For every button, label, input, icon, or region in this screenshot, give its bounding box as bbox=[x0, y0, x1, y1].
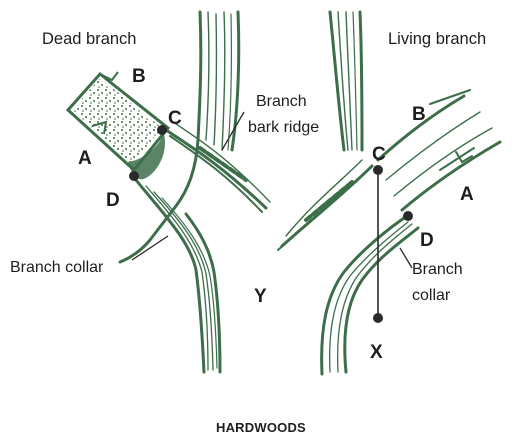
living-collar-label-line2: collar bbox=[412, 287, 451, 304]
dead-point-d-dot bbox=[129, 171, 139, 181]
center-label-y: Y bbox=[254, 286, 267, 307]
living-branch-heading: Living branch bbox=[388, 30, 486, 48]
living-label-b: B bbox=[412, 104, 426, 125]
diagram-caption: HARDWOODS bbox=[216, 420, 306, 435]
living-point-x-dot bbox=[373, 313, 383, 323]
living-label-d: D bbox=[420, 230, 434, 251]
dead-label-b: B bbox=[132, 66, 146, 87]
dead-point-c-dot bbox=[157, 125, 167, 135]
living-label-x: X bbox=[370, 342, 383, 363]
bark-ridge-label-line1: Branch bbox=[256, 93, 307, 110]
living-side-bark-ridge bbox=[278, 160, 372, 250]
living-collar-label-line1: Branch bbox=[412, 261, 463, 278]
living-point-d-dot bbox=[403, 211, 413, 221]
dead-label-a: A bbox=[78, 148, 92, 169]
living-point-c-dot bbox=[373, 165, 383, 175]
living-label-a: A bbox=[460, 184, 474, 205]
dead-branch-heading: Dead branch bbox=[42, 30, 136, 48]
living-label-c: C bbox=[372, 144, 386, 165]
dead-label-d: D bbox=[106, 190, 120, 211]
dead-label-c: C bbox=[168, 108, 182, 129]
bark-ridge-label-line2: bark ridge bbox=[248, 119, 319, 136]
dead-branch-collar-label: Branch collar bbox=[10, 259, 104, 276]
living-branch bbox=[378, 90, 500, 210]
